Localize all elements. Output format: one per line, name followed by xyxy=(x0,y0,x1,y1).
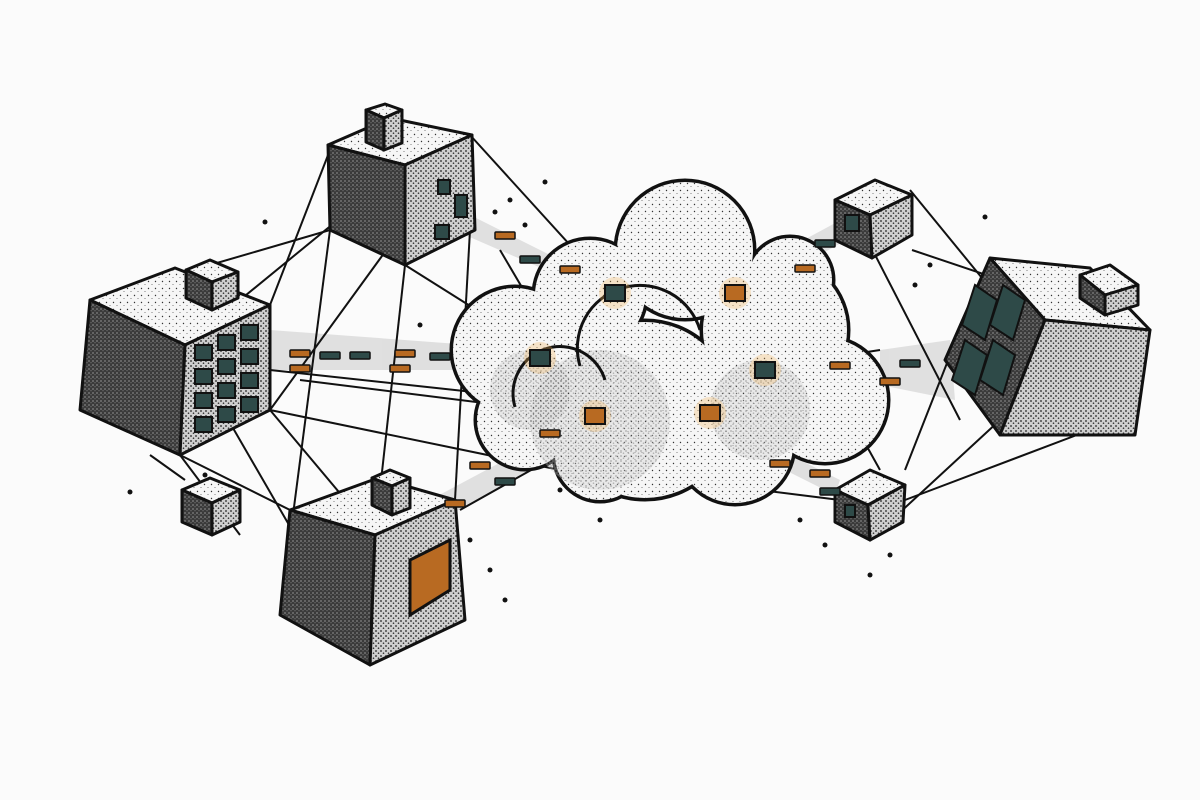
data-packet xyxy=(539,429,561,438)
data-packet xyxy=(444,499,466,508)
data-packet xyxy=(559,265,581,274)
chimney-box xyxy=(184,258,240,312)
server-cube-left-large xyxy=(78,266,272,457)
network-link xyxy=(179,454,291,511)
port-panel xyxy=(844,504,856,518)
chimney-box xyxy=(370,468,412,517)
ink-speck xyxy=(912,282,918,288)
data-packet xyxy=(809,469,831,478)
orange-panel xyxy=(408,537,452,618)
port-panel xyxy=(194,344,213,361)
ink-speck xyxy=(417,322,423,328)
data-packet xyxy=(794,264,816,273)
ink-speck xyxy=(492,209,498,215)
ink-speck xyxy=(822,542,828,548)
port-panel xyxy=(978,338,1017,397)
port-panel xyxy=(437,179,451,195)
data-packet xyxy=(769,459,791,468)
port-panel xyxy=(217,382,236,399)
cloud-lobe xyxy=(748,238,832,322)
cloud xyxy=(449,178,891,507)
data-packet xyxy=(349,351,371,360)
port-panel xyxy=(194,368,213,385)
port-panel xyxy=(240,372,259,389)
data-packet xyxy=(519,255,541,264)
ink-speck xyxy=(487,567,493,573)
ink-speck xyxy=(467,537,473,543)
data-packet xyxy=(289,364,311,373)
data-node xyxy=(604,284,626,302)
data-packet xyxy=(494,477,516,486)
chimney-box xyxy=(364,102,404,152)
ink-speck xyxy=(262,219,268,225)
data-packet xyxy=(829,361,851,370)
data-packet xyxy=(814,239,836,248)
port-panel xyxy=(454,194,468,218)
network-link xyxy=(269,149,331,306)
data-packet xyxy=(899,359,921,368)
ink-speck xyxy=(507,197,513,203)
ink-speck xyxy=(927,262,933,268)
port-panel xyxy=(217,334,236,351)
data-packet xyxy=(429,352,451,361)
server-cube-right-large xyxy=(943,256,1152,437)
server-cubes xyxy=(78,102,1152,667)
port-panel xyxy=(844,214,860,232)
ink-specks xyxy=(127,179,988,603)
data-packet xyxy=(319,351,341,360)
data-node xyxy=(584,407,606,425)
port-panel xyxy=(217,406,236,423)
cloud-lobe xyxy=(617,182,753,318)
data-node xyxy=(699,404,721,422)
ink-speck xyxy=(202,472,208,478)
ink-speck xyxy=(867,572,873,578)
ink-speck xyxy=(502,597,508,603)
data-node xyxy=(754,361,776,379)
network-link xyxy=(149,454,186,481)
port-panel xyxy=(240,396,259,413)
ink-speck xyxy=(522,222,528,228)
data-packet xyxy=(879,377,901,386)
port-panel xyxy=(434,224,450,240)
port-panel xyxy=(217,358,236,375)
port-panel xyxy=(240,324,259,341)
network-link xyxy=(904,429,1091,501)
ink-speck xyxy=(982,214,988,220)
server-cube-bottom-left xyxy=(278,476,467,667)
ink-speck xyxy=(887,552,893,558)
ink-speck xyxy=(127,489,133,495)
data-packets xyxy=(289,231,921,508)
data-packet xyxy=(469,461,491,470)
cloud-shade xyxy=(710,360,810,460)
data-packet xyxy=(494,231,516,240)
data-packet xyxy=(394,349,416,358)
cloud-inner-contour xyxy=(511,345,607,408)
data-node xyxy=(724,284,746,302)
cloud-shade xyxy=(490,350,570,430)
data-packet xyxy=(289,349,311,358)
small-cube-left xyxy=(180,476,242,537)
data-packet xyxy=(819,487,841,496)
network-link xyxy=(869,244,961,421)
data-packet xyxy=(389,364,411,373)
chimney-box xyxy=(1078,263,1140,317)
ink-speck xyxy=(557,487,563,493)
ink-speck xyxy=(797,517,803,523)
port-panel xyxy=(988,283,1027,342)
port-panel xyxy=(194,392,213,409)
port-panel xyxy=(950,338,989,397)
port-panel xyxy=(240,348,259,365)
data-node xyxy=(529,349,551,367)
ink-speck xyxy=(597,517,603,523)
small-cube-bottom-right xyxy=(833,468,907,542)
port-panel xyxy=(960,283,999,342)
ink-speck xyxy=(542,179,548,185)
port-panel xyxy=(194,416,213,433)
small-cube-top-right xyxy=(833,178,914,260)
